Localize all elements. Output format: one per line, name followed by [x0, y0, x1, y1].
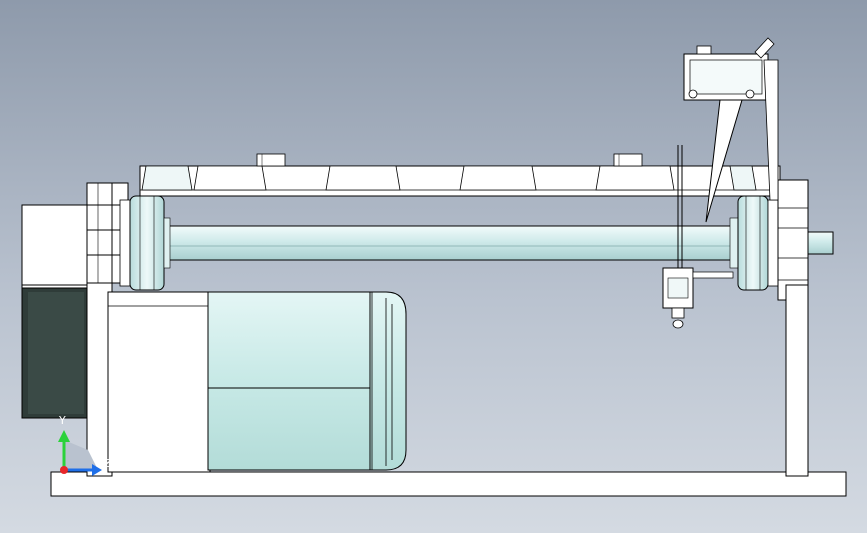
right-support-bracket[interactable] — [777, 179, 809, 477]
origin-dot — [60, 466, 68, 474]
gear-motor-body[interactable] — [207, 291, 407, 471]
coordinate-triad: Y Z — [58, 414, 112, 476]
limit-switch-assembly[interactable] — [683, 37, 779, 223]
main-shaft[interactable] — [161, 225, 834, 261]
left-end-motor-block[interactable] — [21, 204, 89, 419]
left-roller[interactable] — [119, 195, 171, 291]
y-axis-arrowhead — [58, 430, 70, 442]
z-axis-arrowhead — [92, 464, 102, 476]
right-roller[interactable] — [729, 195, 779, 291]
z-axis-label: Z — [104, 457, 112, 470]
base-plate[interactable] — [50, 471, 847, 497]
top-frame-rail[interactable] — [139, 153, 781, 197]
y-axis-label: Y — [58, 414, 66, 427]
motor-mount-block[interactable] — [107, 291, 211, 473]
proximity-sensor[interactable] — [662, 145, 734, 329]
